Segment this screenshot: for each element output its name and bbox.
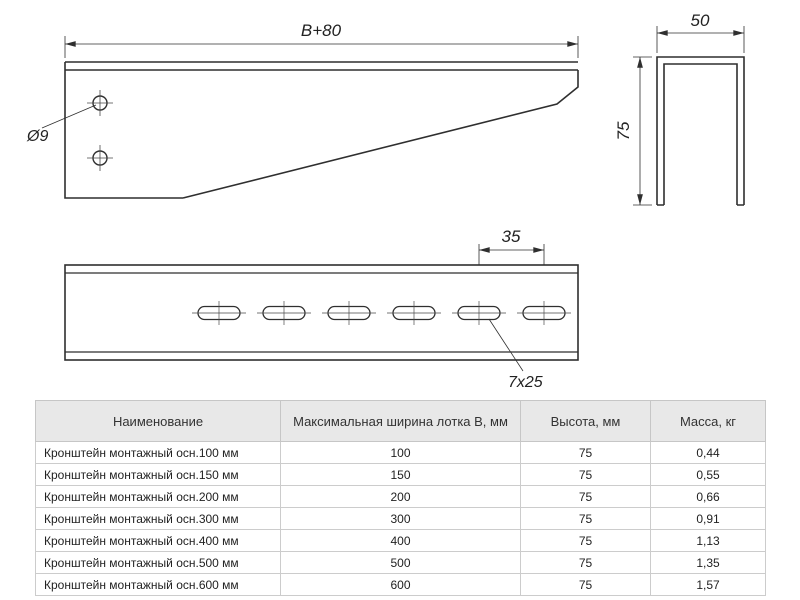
table-cell: 75 <box>520 463 651 486</box>
dimension-slot-pitch-35: 35 <box>478 227 545 265</box>
table-cell: 75 <box>520 573 651 596</box>
table-cell: 75 <box>520 485 651 508</box>
table-cell: 300 <box>280 507 521 530</box>
table-cell: 75 <box>520 551 651 574</box>
table-cell: 400 <box>280 529 521 552</box>
table-cell: 100 <box>280 441 521 464</box>
table-cell: 200 <box>280 485 521 508</box>
side-view-outline <box>64 61 579 199</box>
table-cell: 600 <box>280 573 521 596</box>
table-cell: Кронштейн монтажный осн.200 мм <box>35 485 281 508</box>
table-cell: 0,91 <box>650 507 766 530</box>
end-view-outline <box>656 56 745 206</box>
dimension-height-75: 75 <box>614 56 652 206</box>
table-cell: 0,44 <box>650 441 766 464</box>
table-header-cell: Масса, кг <box>650 400 766 442</box>
dim-label-35: 35 <box>502 227 521 246</box>
table-cell: 1,57 <box>650 573 766 596</box>
table-cell: Кронштейн монтажный осн.400 мм <box>35 529 281 552</box>
table-cell: Кронштейн монтажный осн.100 мм <box>35 441 281 464</box>
callout-slot-size: 7x25 <box>488 318 543 391</box>
table-cell: 1,35 <box>650 551 766 574</box>
dimension-width-50: 50 <box>656 11 745 53</box>
dim-label-b80: B+80 <box>301 21 342 40</box>
table-header-cell: Наименование <box>35 400 281 442</box>
plan-view <box>64 264 579 361</box>
dim-label-hole: Ø9 <box>26 128 48 145</box>
table-cell: 150 <box>280 463 521 486</box>
table-cell: 0,66 <box>650 485 766 508</box>
table-cell: 500 <box>280 551 521 574</box>
plan-view-outline <box>64 264 579 361</box>
leader-line <box>41 104 97 129</box>
table-cell: 75 <box>520 441 651 464</box>
table-cell: Кронштейн монтажный осн.300 мм <box>35 507 281 530</box>
table-header-cell: Максимальная ширина лотка B, мм <box>280 400 521 442</box>
dim-label-75: 75 <box>614 121 633 140</box>
table-header-cell: Высота, мм <box>520 400 651 442</box>
table-cell: Кронштейн монтажный осн.150 мм <box>35 463 281 486</box>
callout-hole-diameter: Ø9 <box>26 104 97 145</box>
slot-centerlines <box>192 301 571 325</box>
hole-centerlines <box>87 90 113 171</box>
table-cell: 75 <box>520 529 651 552</box>
table-cell: 1,13 <box>650 529 766 552</box>
drawing-canvas: B+80 Ø9 50 75 <box>26 11 745 391</box>
table-cell: Кронштейн монтажный осн.500 мм <box>35 551 281 574</box>
leader-line <box>488 318 524 372</box>
dim-label-50: 50 <box>691 11 710 30</box>
side-view <box>64 61 579 199</box>
table-cell: 0,55 <box>650 463 766 486</box>
end-view <box>656 56 745 206</box>
slots <box>192 301 571 325</box>
dimension-width-b80: B+80 <box>64 21 579 58</box>
dim-label-slot-size: 7x25 <box>508 374 543 391</box>
table-cell: Кронштейн монтажный осн.600 мм <box>35 573 281 596</box>
table-cell: 75 <box>520 507 651 530</box>
